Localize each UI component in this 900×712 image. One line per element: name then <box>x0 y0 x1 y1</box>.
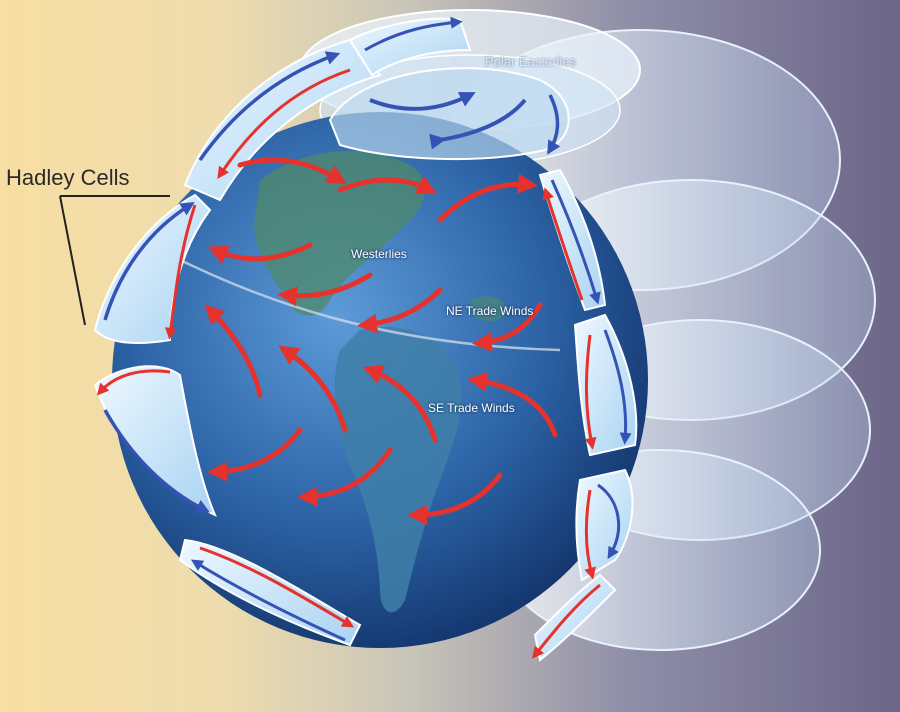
polar-easterlies-label: Polar Easterlies <box>485 54 576 69</box>
westerlies-label: Westerlies <box>351 247 407 261</box>
hadley-cells-label: Hadley Cells <box>6 165 130 191</box>
se-trade-winds-label: SE Trade Winds <box>428 401 515 415</box>
ne-trade-winds-label: NE Trade Winds <box>446 304 533 318</box>
